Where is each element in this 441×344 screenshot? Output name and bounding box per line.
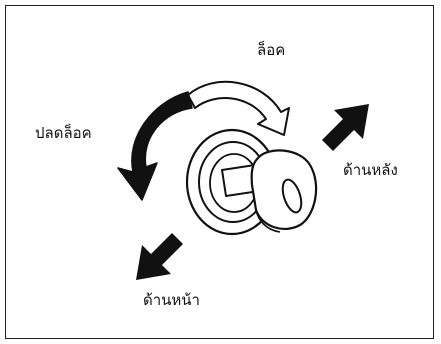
rear-label: ด้านหลัง <box>343 161 398 179</box>
unlock-label: ปลดล็อค <box>35 124 92 142</box>
front-label: ด้านหน้า <box>143 291 200 309</box>
unlock-direction-arrow <box>117 91 193 201</box>
lock-direction-arrow <box>187 80 290 136</box>
rear-arrow <box>322 104 369 151</box>
key-icon <box>221 149 318 233</box>
front-arrow <box>136 233 183 280</box>
lock-label: ล็อค <box>257 41 286 59</box>
